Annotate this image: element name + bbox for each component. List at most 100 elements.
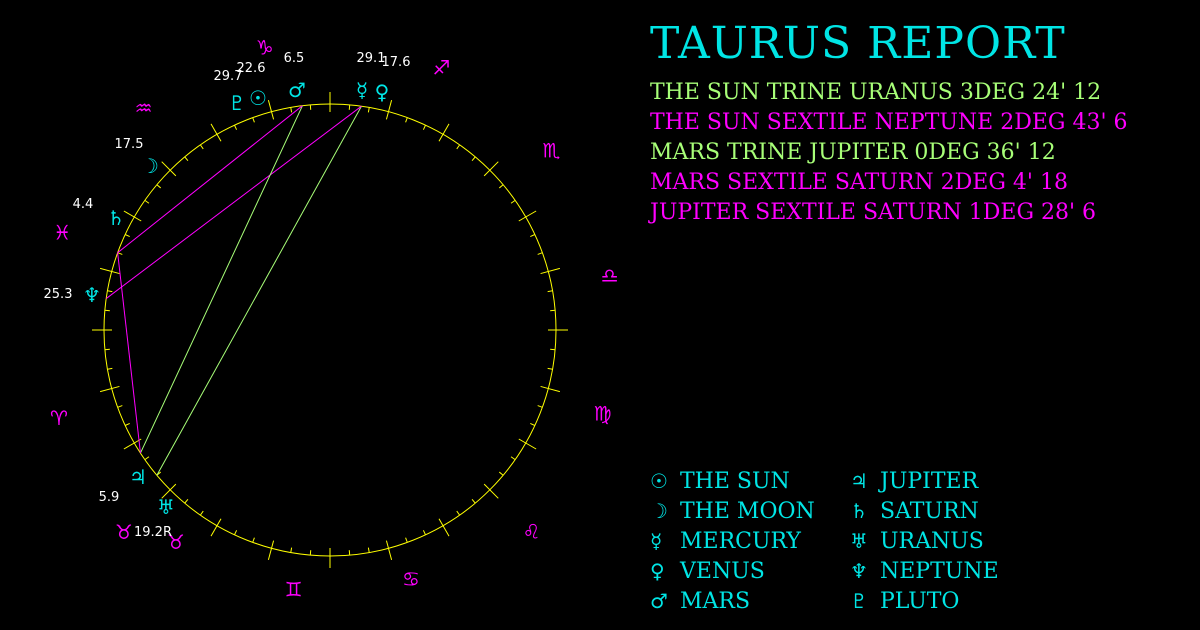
ring-tick [422, 124, 426, 130]
legend-label: MERCURY [680, 528, 801, 554]
ring-tick [99, 267, 120, 275]
ring-tick [540, 385, 561, 393]
aspect-sun-neptune-line [105, 105, 362, 299]
mars-icon: ♂ [650, 589, 668, 613]
ring-tick [483, 483, 499, 499]
ring-tick [199, 144, 204, 150]
ring-tick [456, 510, 461, 516]
ring-tick [234, 124, 238, 130]
aries-sign-icon: ♈ [50, 406, 68, 430]
ring-tick [124, 234, 130, 238]
venus-degree-label: 17.6 [382, 55, 411, 70]
ring-tick [161, 161, 177, 177]
ring-tick [530, 422, 536, 426]
sun-degree-label: 22.6 [237, 61, 266, 76]
ring-tick [107, 290, 113, 293]
ring-tick [405, 537, 408, 543]
venus-icon: ♀ [650, 559, 665, 583]
ring-tick [385, 540, 393, 561]
taurus-sign-icon: ♉ [167, 530, 185, 554]
pisces-sign-icon: ♓ [53, 221, 71, 245]
saturn-icon: ♄ [107, 206, 125, 230]
ring-tick [510, 456, 516, 461]
ring-tick [518, 438, 537, 450]
taurus-marker-icon: ♉ [115, 520, 133, 544]
capricorn-sign-icon: ♑ [256, 35, 274, 59]
uranus-icon: ♅ [157, 495, 175, 519]
ring-tick [124, 422, 130, 426]
leo-sign-icon: ♌ [523, 520, 541, 544]
legend-label: JUPITER [880, 468, 979, 494]
pluto-icon: ♇ [850, 589, 868, 613]
neptune-icon: ♆ [850, 559, 868, 583]
ring-tick [471, 498, 476, 504]
mercury-degree-label: 29.1 [357, 51, 386, 66]
aspect-jupiter-saturn-line [117, 252, 141, 454]
moon-icon: ☽ [650, 499, 668, 523]
ring-tick [210, 123, 222, 142]
ring-tick [107, 367, 113, 370]
uranus-icon: ♅ [850, 529, 868, 553]
ring-tick [184, 156, 189, 162]
legend-item-moon: ☽ THE MOON [650, 496, 850, 526]
ring-tick [290, 547, 293, 553]
virgo-sign-icon: ♍ [594, 401, 612, 425]
ring-tick [234, 530, 238, 536]
legend-item-neptune: ♆ NEPTUNE [850, 556, 1050, 586]
ring-tick [530, 234, 536, 238]
jupiter-icon: ♃ [129, 465, 147, 489]
aspect-line: JUPITER SEXTILE SATURN 1DEG 28' 6 [650, 200, 1097, 225]
legend-item-pluto: ♇PLUTO [850, 586, 1050, 616]
legend-label: URANUS [880, 528, 984, 554]
ring-tick [518, 210, 537, 222]
scorpio-sign-icon: ♏ [543, 139, 561, 163]
ring-tick [367, 107, 370, 113]
jupiter-degree-label: 5.9 [99, 490, 120, 505]
saturn-icon: ♄ [850, 499, 868, 523]
legend-label: MARS [680, 588, 751, 614]
ring-tick [456, 144, 461, 150]
legend-label: THE MOON [680, 498, 815, 524]
neptune-icon: ♆ [83, 283, 101, 307]
ring-tick [498, 471, 504, 476]
ring-tick [540, 267, 561, 275]
ring-tick [367, 547, 370, 553]
ring-tick [117, 405, 123, 408]
ring-tick [267, 540, 275, 561]
ring-tick [438, 123, 450, 142]
sun-icon: ☉ [650, 469, 668, 493]
aspect-mars-jupiter-line [140, 105, 303, 454]
saturn-degree-label: 4.4 [73, 197, 94, 212]
pluto-degree-label: 29.7 [214, 69, 243, 84]
ring-tick [123, 210, 142, 222]
moon-degree-label: 17.5 [115, 137, 144, 152]
aspect-list: THE SUN TRINE URANUS 3DEG 24' 12 THE SUN… [650, 78, 1128, 228]
libra-sign-icon: ♎ [601, 264, 619, 288]
aspect-line: THE SUN TRINE URANUS 3DEG 24' 12 [650, 80, 1102, 105]
ring-tick [252, 537, 255, 543]
planet-legend: ☉THE SUN ♃JUPITER ☽THE MOON ♄SATURN ☿MER… [650, 466, 1050, 616]
ring-tick [184, 498, 189, 504]
pluto-icon: ♇ [228, 91, 246, 115]
sagittarius-sign-icon: ♐ [432, 56, 450, 80]
ring-tick [161, 483, 177, 499]
mercury-icon: ☿ [650, 529, 663, 553]
ring-tick [471, 156, 476, 162]
aspect-line: THE SUN SEXTILE NEPTUNE 2DEG 43' 6 [650, 110, 1128, 135]
ring-tick [547, 290, 553, 293]
mars-icon: ♂ [288, 78, 306, 102]
legend-label: NEPTUNE [880, 558, 999, 584]
legend-item-uranus: ♅ URANUS [850, 526, 1050, 556]
legend-item-venus: ♀VENUS [650, 556, 850, 586]
ring-tick [117, 252, 123, 255]
chart-wheel: ♉♊♋♌♍♎♏♐♑♒♓♈☉22.6♇29.7♂6.5☿29.1♀17.6☽17.… [44, 35, 619, 601]
mercury-icon: ☿ [356, 78, 368, 102]
ring-tick [290, 107, 293, 113]
legend-label: THE SUN [680, 468, 790, 494]
ring-tick [510, 199, 516, 204]
uranus-degree-label: 19.2R [134, 525, 172, 540]
aspect-line: MARS SEXTILE SATURN 2DEG 4' 18 [650, 170, 1068, 195]
gemini-sign-icon: ♊ [285, 577, 303, 601]
ring-tick [99, 385, 120, 393]
mars-degree-label: 6.5 [284, 51, 305, 66]
